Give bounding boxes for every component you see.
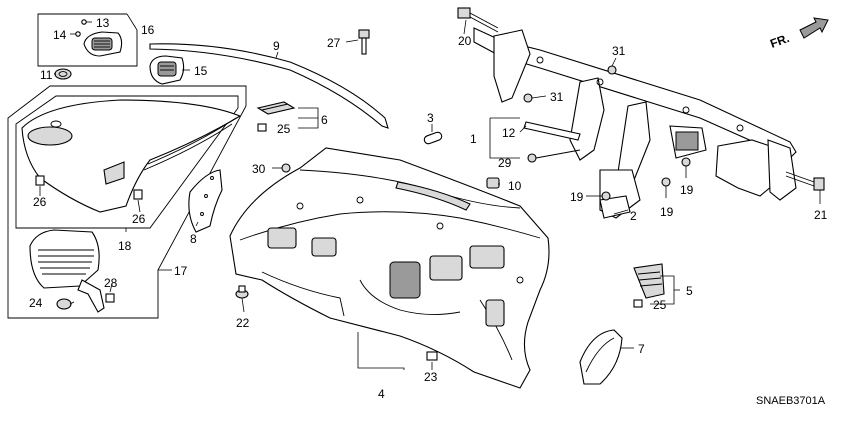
callout-1: 1 bbox=[470, 132, 477, 146]
part-31-nut-upper bbox=[607, 65, 617, 75]
callout-22: 22 bbox=[236, 316, 250, 330]
callout-4: 4 bbox=[378, 387, 385, 401]
part-22-fastener bbox=[235, 285, 249, 299]
part-23-clip bbox=[426, 351, 438, 361]
callout-19-right: 19 bbox=[680, 183, 694, 197]
callout-27: 27 bbox=[327, 36, 341, 50]
part-26-clips bbox=[35, 175, 143, 200]
part-29-bolt bbox=[527, 149, 581, 163]
part-10-clip bbox=[486, 177, 500, 189]
part-1-steering-hanger bbox=[473, 27, 797, 219]
part-30-screw bbox=[281, 163, 291, 173]
callout-19-mid: 19 bbox=[660, 205, 674, 219]
part-31-nut-lower bbox=[523, 93, 533, 103]
callout-21: 21 bbox=[814, 208, 828, 222]
part-11-grommet bbox=[54, 68, 72, 80]
callout-16: 16 bbox=[141, 23, 155, 37]
callout-31-upper: 31 bbox=[612, 44, 626, 58]
callout-28: 28 bbox=[104, 276, 118, 290]
callout-18: 18 bbox=[118, 239, 132, 253]
part-6-bracket bbox=[256, 101, 296, 132]
callout-25-lower: 25 bbox=[653, 298, 667, 312]
part-21-bolt bbox=[785, 171, 825, 191]
part-19-nuts bbox=[601, 157, 691, 201]
part-3-pin bbox=[423, 131, 443, 145]
callout-26-right: 26 bbox=[132, 212, 146, 226]
group-box-18 bbox=[15, 95, 239, 229]
part-9-trim-strip bbox=[149, 43, 389, 129]
callout-23: 23 bbox=[424, 370, 438, 384]
callout-17: 17 bbox=[174, 264, 188, 278]
callout-25-upper: 25 bbox=[277, 122, 291, 136]
part-2-bracket bbox=[599, 195, 631, 219]
part-5-grille bbox=[633, 263, 665, 308]
part-4-instrument-panel bbox=[229, 147, 550, 389]
front-direction-arrow: FR. bbox=[768, 17, 829, 51]
callout-24: 24 bbox=[29, 296, 43, 310]
callout-19-left: 19 bbox=[570, 190, 584, 204]
callout-26-left: 26 bbox=[33, 195, 47, 209]
part-12-stay bbox=[523, 121, 581, 141]
part-24-clip bbox=[56, 298, 72, 310]
front-direction-label: FR. bbox=[768, 31, 791, 51]
callout-8: 8 bbox=[190, 232, 197, 246]
diagram-code: SNAEB3701A bbox=[756, 395, 826, 407]
callout-6: 6 bbox=[321, 113, 328, 127]
part-20-bolt bbox=[457, 7, 499, 33]
part-28-clip bbox=[105, 293, 115, 303]
part-14-clip bbox=[75, 31, 81, 37]
part-8-side-cover bbox=[188, 169, 223, 233]
part-27-bolt bbox=[358, 29, 370, 55]
callout-15: 15 bbox=[194, 64, 208, 78]
part-13-clip bbox=[81, 19, 87, 25]
part-15-vent bbox=[149, 55, 185, 85]
callout-29: 29 bbox=[498, 156, 512, 170]
part-7-glove-box bbox=[579, 329, 623, 385]
callout-11: 11 bbox=[40, 68, 53, 82]
callout-20: 20 bbox=[458, 34, 472, 48]
callout-31-lower: 31 bbox=[550, 90, 564, 104]
callout-12: 12 bbox=[502, 126, 516, 140]
leader-lines bbox=[39, 19, 821, 370]
callout-30: 30 bbox=[252, 162, 266, 176]
callout-numbers: 13 14 16 11 15 9 27 20 31 31 3 6 25 12 1… bbox=[29, 16, 828, 407]
callout-9: 9 bbox=[273, 39, 280, 53]
part-side-vent-left bbox=[83, 31, 123, 57]
callout-13: 13 bbox=[96, 16, 110, 30]
callout-10: 10 bbox=[508, 179, 522, 193]
part-18-upper-cover bbox=[21, 99, 242, 213]
callout-5: 5 bbox=[686, 284, 693, 298]
part-airbag-module bbox=[29, 229, 105, 313]
group-box-16 bbox=[37, 13, 138, 67]
callout-3: 3 bbox=[427, 111, 434, 125]
callout-2: 2 bbox=[630, 209, 637, 223]
callout-7: 7 bbox=[638, 342, 645, 356]
callout-14: 14 bbox=[53, 28, 67, 42]
